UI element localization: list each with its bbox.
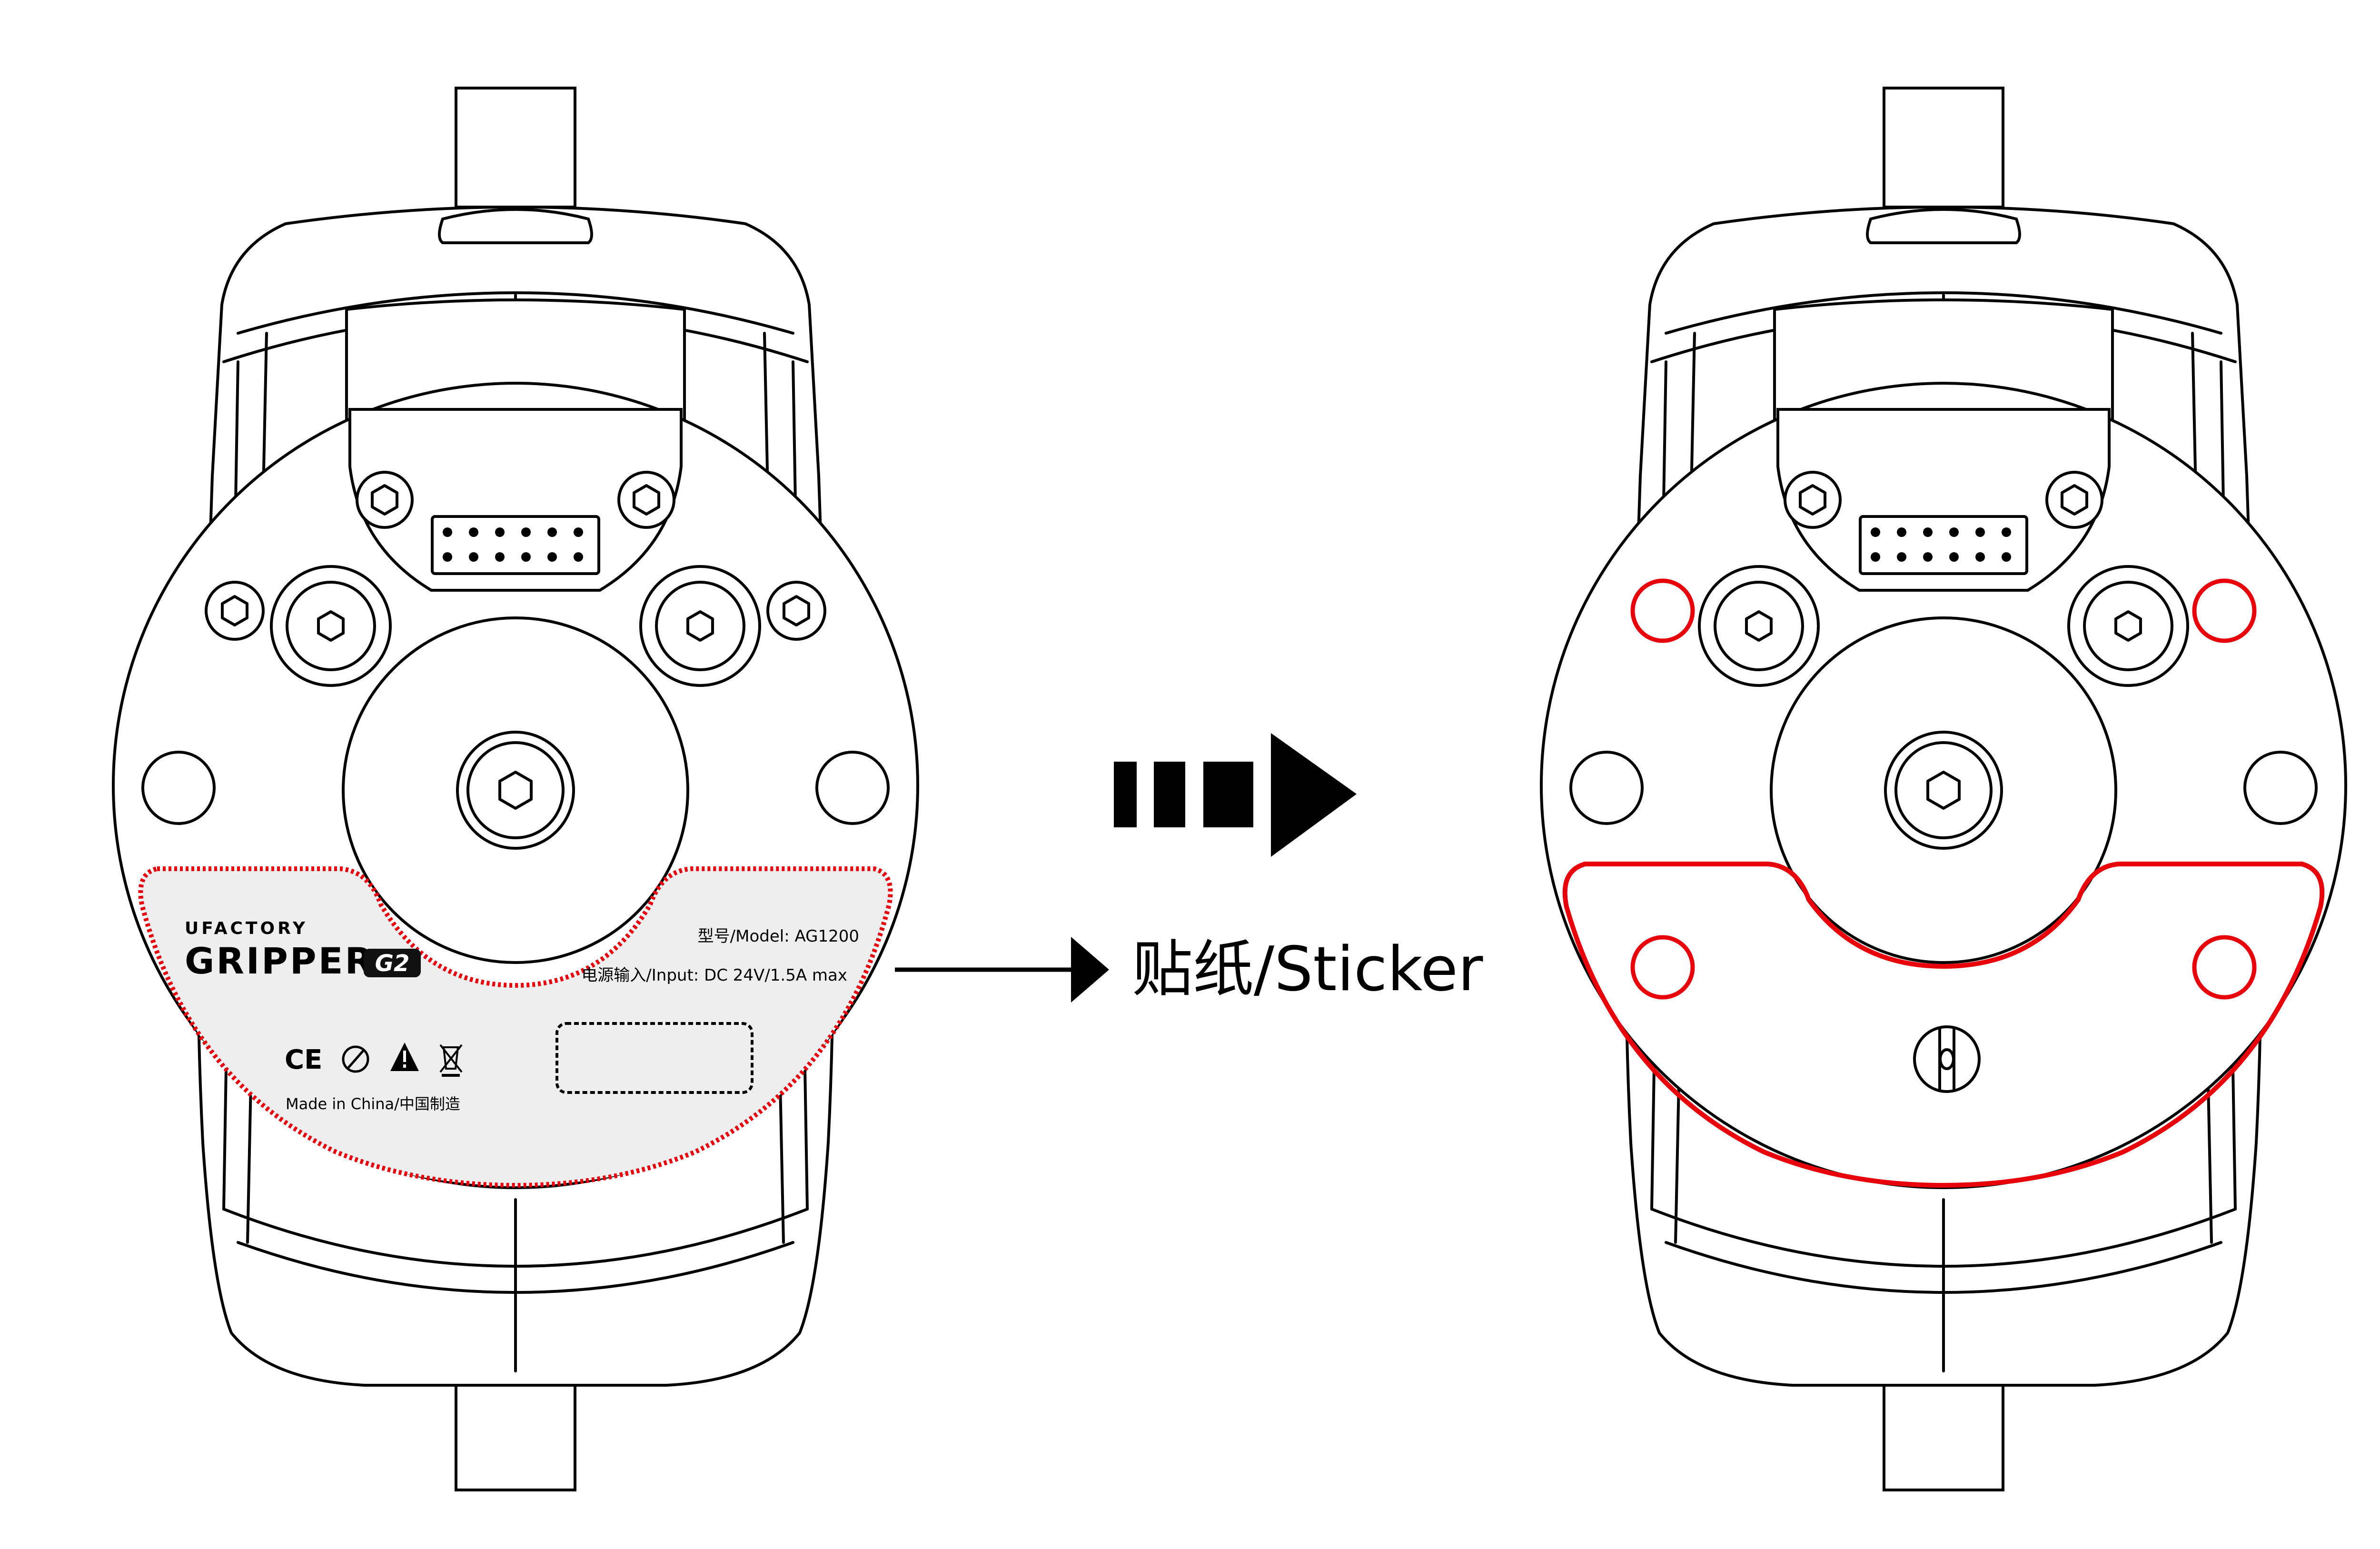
sticker-product: GRIPPER xyxy=(185,940,375,982)
weee-icon xyxy=(439,1044,463,1077)
serial-number-box xyxy=(555,1022,754,1094)
warning-icon xyxy=(390,1043,419,1071)
cert-marks: CE xyxy=(285,1043,463,1077)
dashed-right-arrow-icon xyxy=(1114,733,1357,857)
sticker-brand: UFACTORY xyxy=(185,919,308,938)
rohs-icon xyxy=(342,1045,369,1073)
highlighted-screw-holes xyxy=(1630,578,2257,1000)
hex-socket-screw-icon xyxy=(205,581,826,641)
vent-screw-icon xyxy=(1913,1025,1981,1093)
sticker-callout-label: 贴纸/Sticker xyxy=(1132,934,1483,1005)
product-sticker: UFACTORY GRIPPER G2 型号/Model: AG1200 电源输… xyxy=(138,866,893,1188)
sticker-model: 型号/Model: AG1200 xyxy=(698,927,859,946)
sticker-callout: 贴纸/Sticker xyxy=(895,934,1483,1005)
gripper-with-sticker: UFACTORY GRIPPER G2 型号/Model: AG1200 电源输… xyxy=(113,88,918,1490)
ce-mark: CE xyxy=(285,1044,322,1075)
sticker-input: 电源输入/Input: DC 24V/1.5A max xyxy=(581,966,847,985)
right-arrow-icon xyxy=(1071,937,1109,1003)
sticker-badge-text: G2 xyxy=(375,950,410,977)
gripper-sticker-removed xyxy=(1541,88,2346,1490)
sticker-badge xyxy=(364,949,421,977)
sticker-origin: Made in China/中国制造 xyxy=(286,1095,460,1113)
sticker-recess-outline xyxy=(1562,862,2325,1188)
